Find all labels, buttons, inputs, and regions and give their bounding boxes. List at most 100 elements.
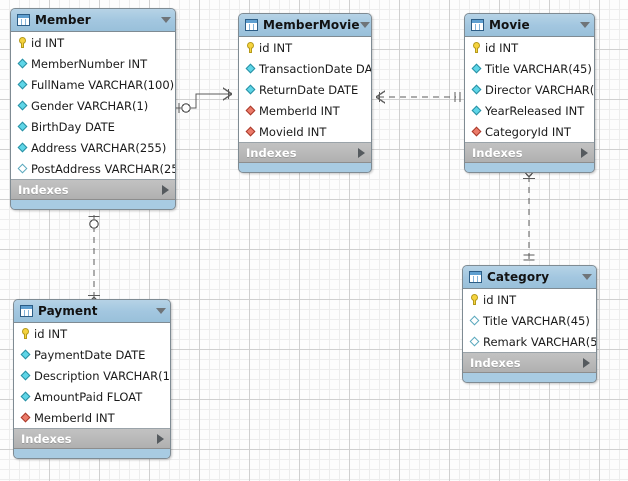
chevron-down-icon[interactable] bbox=[359, 22, 370, 28]
column-row[interactable]: YearReleased INT bbox=[465, 100, 594, 121]
column-label: PostAddress VARCHAR(255) bbox=[31, 161, 176, 176]
table-footer bbox=[239, 163, 371, 172]
chevron-right-icon[interactable] bbox=[358, 147, 365, 158]
chevron-right-icon[interactable] bbox=[581, 147, 588, 158]
primary-key-icon bbox=[17, 37, 28, 48]
foreign-key-icon bbox=[20, 412, 31, 423]
table-header[interactable]: Payment bbox=[14, 300, 170, 323]
primary-key-icon bbox=[20, 328, 31, 339]
column-row[interactable]: MemberId INT bbox=[239, 100, 371, 121]
table-card[interactable]: Payment id INT PaymentDate DATE Description… bbox=[13, 299, 171, 459]
indexes-section[interactable]: Indexes bbox=[14, 429, 170, 449]
chevron-down-icon[interactable] bbox=[580, 22, 590, 28]
column-row[interactable]: id INT bbox=[465, 37, 594, 58]
nullable-column-icon bbox=[17, 163, 28, 174]
table-header[interactable]: MemberMovie bbox=[239, 14, 371, 37]
table-name: Movie bbox=[489, 18, 530, 32]
indexes-section[interactable]: Indexes bbox=[465, 143, 594, 163]
chevron-right-icon[interactable] bbox=[162, 184, 169, 195]
column-list: id INT Title VARCHAR(45) Remark VARCHAR(50… bbox=[463, 289, 596, 353]
chevron-right-icon[interactable] bbox=[157, 433, 164, 444]
nullable-column-icon bbox=[469, 315, 480, 326]
indexes-label: Indexes bbox=[21, 431, 72, 446]
indexes-label: Indexes bbox=[246, 145, 297, 160]
column-row[interactable]: AmountPaid FLOAT bbox=[14, 386, 170, 407]
indexes-section[interactable]: Indexes bbox=[11, 180, 175, 200]
column-label: Description VARCHAR(100) bbox=[34, 368, 170, 383]
chevron-down-icon[interactable] bbox=[156, 308, 166, 314]
table-name: Member bbox=[35, 13, 91, 27]
table-footer bbox=[14, 449, 170, 458]
indexes-label: Indexes bbox=[18, 182, 69, 197]
column-list: id INT MemberNumber INT FullName VARCHAR(1… bbox=[11, 32, 175, 180]
column-list: id INT TransactionDate DATE ReturnDate DAT… bbox=[239, 37, 371, 143]
column-label: id INT bbox=[259, 40, 293, 55]
column-label: FullName VARCHAR(100) bbox=[31, 77, 175, 92]
chevron-down-icon[interactable] bbox=[161, 17, 171, 23]
column-row[interactable]: Description VARCHAR(100) bbox=[14, 365, 170, 386]
column-row[interactable]: ReturnDate DATE bbox=[239, 79, 371, 100]
chevron-right-icon[interactable] bbox=[583, 357, 590, 368]
column-icon bbox=[471, 105, 482, 116]
table-header[interactable]: Member bbox=[11, 9, 175, 32]
column-row[interactable]: PostAddress VARCHAR(255) bbox=[11, 158, 175, 179]
foreign-key-icon bbox=[245, 126, 256, 137]
column-row[interactable]: Title VARCHAR(45) bbox=[465, 58, 594, 79]
column-icon bbox=[17, 100, 28, 111]
column-row[interactable]: id INT bbox=[14, 323, 170, 344]
column-icon bbox=[17, 79, 28, 90]
column-row[interactable]: Director VARCHAR(45) bbox=[465, 79, 594, 100]
column-label: TransactionDate DATE bbox=[259, 61, 372, 76]
column-row[interactable]: id INT bbox=[239, 37, 371, 58]
column-row[interactable]: TransactionDate DATE bbox=[239, 58, 371, 79]
table-footer bbox=[465, 163, 594, 172]
nullable-column-icon bbox=[469, 336, 480, 347]
column-label: MovieId INT bbox=[259, 124, 327, 139]
column-icon bbox=[17, 121, 28, 132]
column-row[interactable]: Address VARCHAR(255) bbox=[11, 137, 175, 158]
column-row[interactable]: id INT bbox=[463, 289, 596, 310]
table-footer bbox=[463, 373, 596, 382]
table-name: Payment bbox=[38, 304, 98, 318]
indexes-section[interactable]: Indexes bbox=[239, 143, 371, 163]
table-card[interactable]: Member id INT MemberNumber INT FullName VAR… bbox=[10, 8, 176, 210]
table-header[interactable]: Category bbox=[463, 266, 596, 289]
column-label: MemberNumber INT bbox=[31, 56, 148, 71]
column-label: id INT bbox=[31, 35, 65, 50]
column-label: CategoryId INT bbox=[485, 124, 571, 139]
column-row[interactable]: Gender VARCHAR(1) bbox=[11, 95, 175, 116]
column-row[interactable]: Remark VARCHAR(500) bbox=[463, 331, 596, 352]
column-label: MemberId INT bbox=[34, 410, 115, 425]
column-row[interactable]: BirthDay DATE bbox=[11, 116, 175, 137]
column-label: Remark VARCHAR(500) bbox=[483, 334, 597, 349]
table-card[interactable]: Category id INT Title VARCHAR(45) Remark VA… bbox=[462, 265, 597, 383]
table-icon bbox=[471, 19, 484, 31]
column-row[interactable]: id INT bbox=[11, 32, 175, 53]
column-row[interactable]: MemberNumber INT bbox=[11, 53, 175, 74]
table-icon bbox=[17, 14, 30, 26]
column-row[interactable]: PaymentDate DATE bbox=[14, 344, 170, 365]
chevron-down-icon[interactable] bbox=[582, 274, 592, 280]
table-icon bbox=[245, 19, 258, 31]
column-row[interactable]: MemberId INT bbox=[14, 407, 170, 428]
indexes-section[interactable]: Indexes bbox=[463, 353, 596, 373]
indexes-label: Indexes bbox=[470, 355, 521, 370]
column-row[interactable]: Title VARCHAR(45) bbox=[463, 310, 596, 331]
foreign-key-icon bbox=[471, 126, 482, 137]
column-icon bbox=[245, 63, 256, 74]
primary-key-icon bbox=[245, 42, 256, 53]
table-card[interactable]: MemberMovie id INT TransactionDate DATE Ret… bbox=[238, 13, 372, 173]
primary-key-icon bbox=[469, 294, 480, 305]
column-label: PaymentDate DATE bbox=[34, 347, 146, 362]
column-label: MemberId INT bbox=[259, 103, 340, 118]
column-row[interactable]: MovieId INT bbox=[239, 121, 371, 142]
column-label: id INT bbox=[483, 292, 517, 307]
table-icon bbox=[20, 305, 33, 317]
column-row[interactable]: CategoryId INT bbox=[465, 121, 594, 142]
column-row[interactable]: FullName VARCHAR(100) bbox=[11, 74, 175, 95]
table-name: Category bbox=[487, 270, 550, 284]
table-header[interactable]: Movie bbox=[465, 14, 594, 37]
